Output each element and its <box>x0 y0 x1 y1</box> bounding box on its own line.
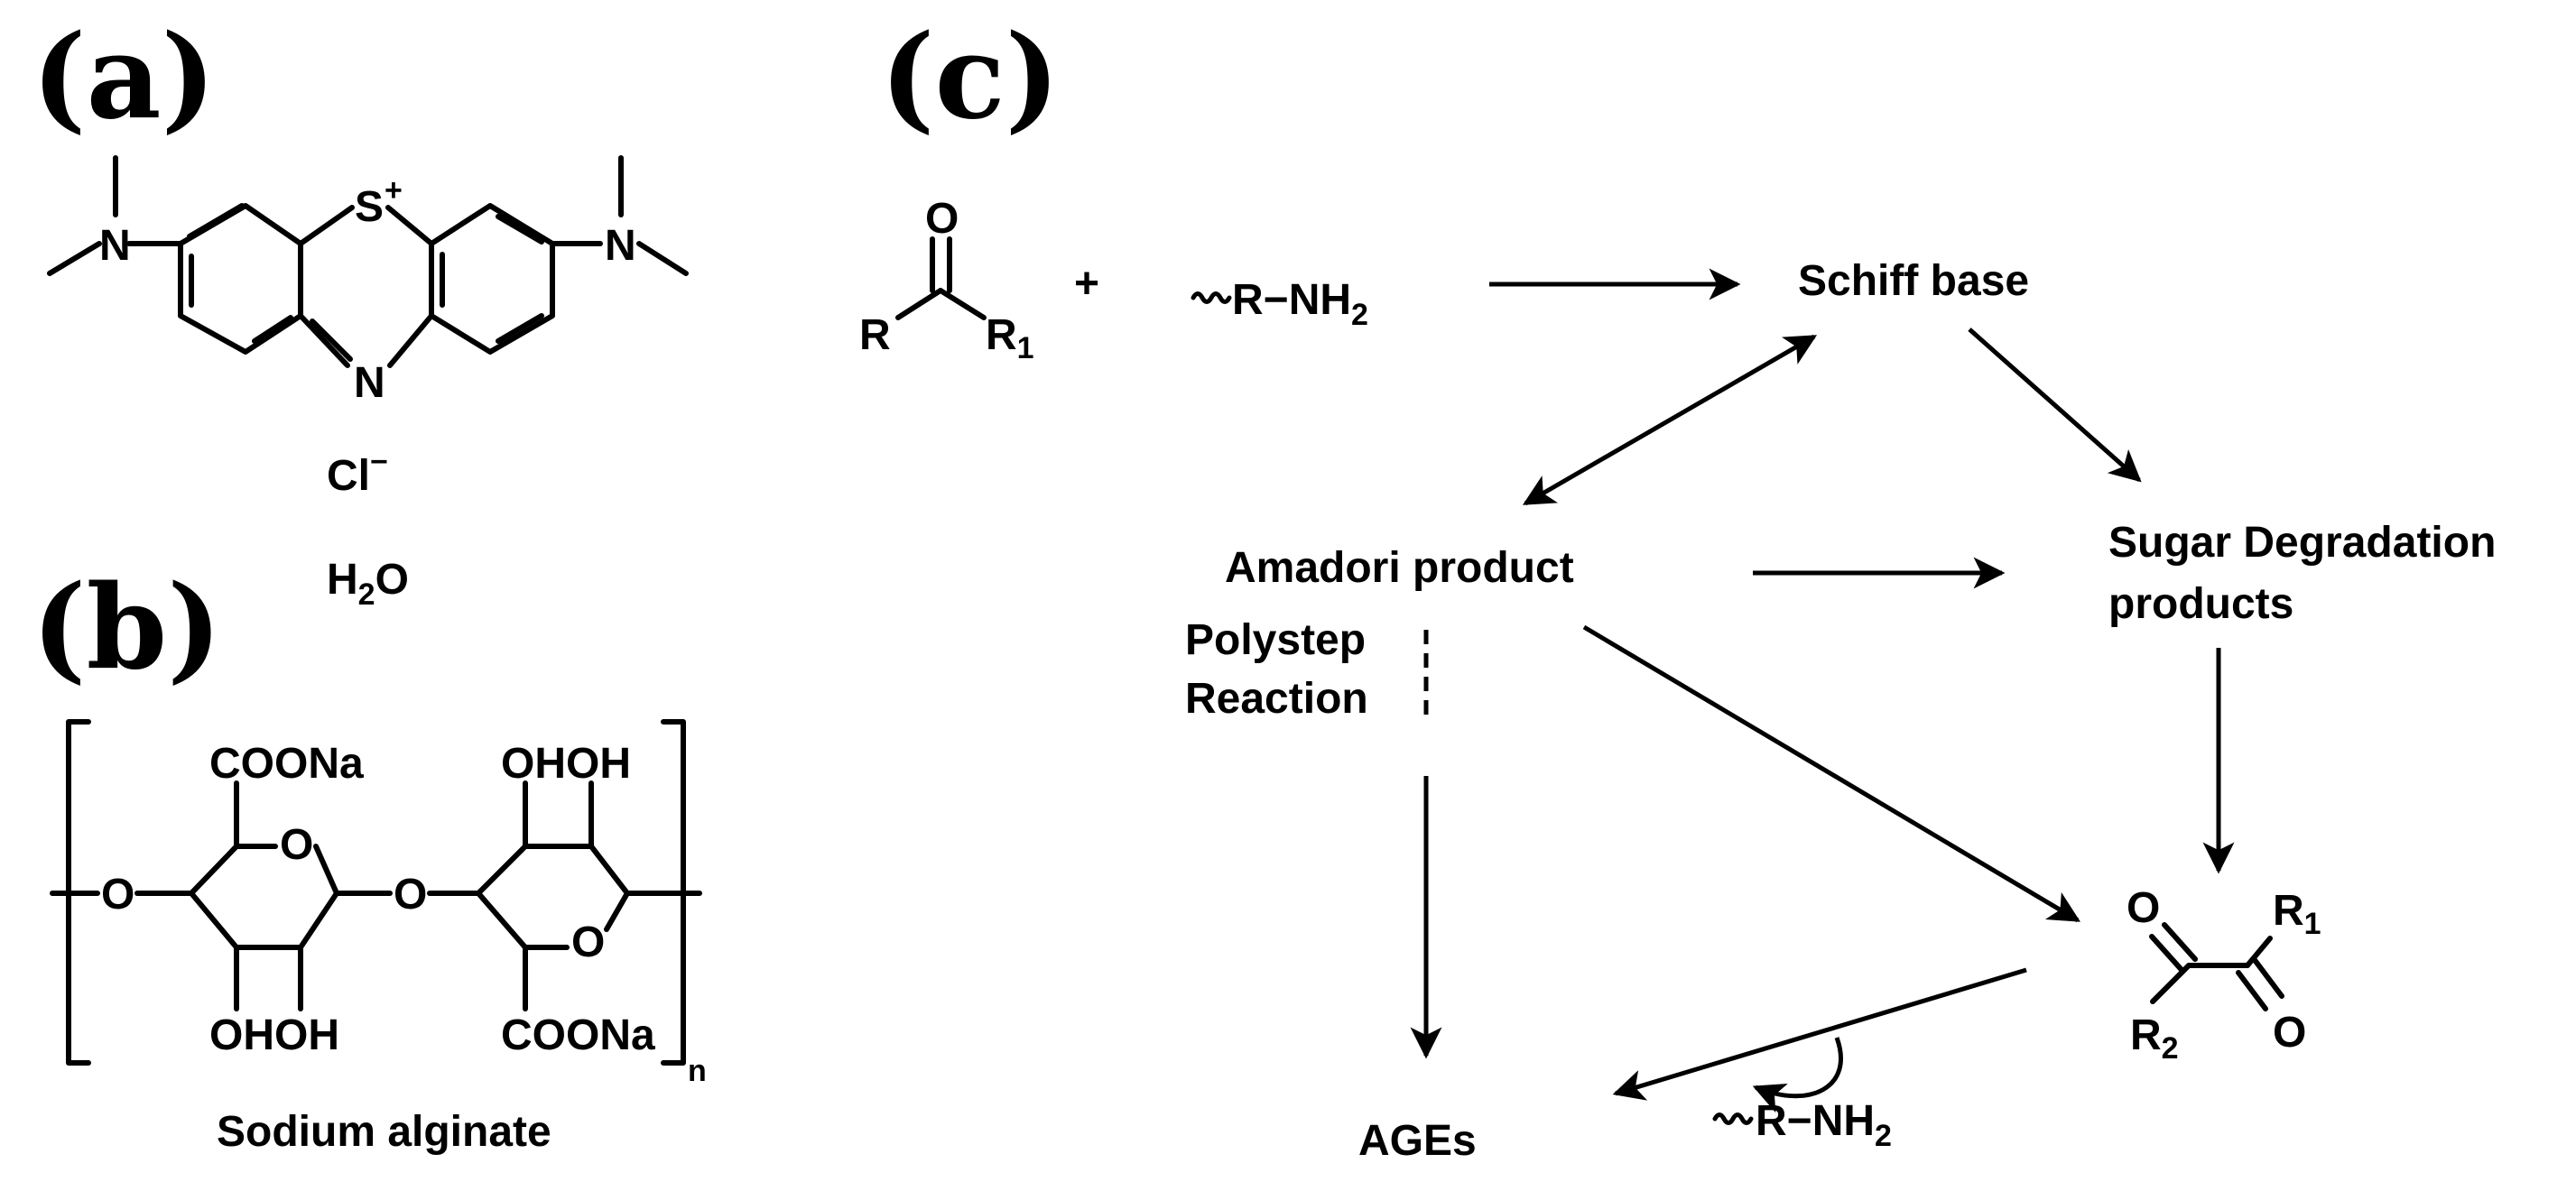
node-amadori-product: Amadori product <box>1225 544 1574 592</box>
carbonyl-o: O <box>925 195 959 243</box>
arrow-schiff-amadori <box>1522 334 1818 506</box>
panel-label-b: (b) <box>32 560 222 696</box>
dicarbonyl-o-right: O <box>2273 1009 2306 1057</box>
dicarbonyl-r2: R2 <box>2130 1011 2179 1066</box>
alginate-group-bottom-left: OHOH <box>209 1011 339 1059</box>
alginate-ring-o-left: O <box>280 821 313 869</box>
dicarbonyl-r1: R1 <box>2273 887 2321 941</box>
alginate-ring-o-right: O <box>571 919 605 966</box>
mb-ring-nitrogen: N <box>354 359 385 407</box>
alginate-repeat-n: n <box>688 1054 707 1088</box>
amine2-label: R−NH2 <box>1756 1097 1892 1153</box>
amine-label: R−NH2 <box>1232 276 1368 332</box>
arrow-dicarbonyl-to-ages <box>1612 967 2027 1101</box>
plus-sign: + <box>1074 260 1099 308</box>
mb-right-nitrogen: N <box>605 222 636 270</box>
node-schiff-base: Schiff base <box>1798 257 2029 305</box>
arrow-amine-curved <box>1752 1037 1843 1113</box>
panel-label-c: (c) <box>880 10 1060 145</box>
alginate-name: Sodium alginate <box>217 1108 551 1156</box>
maillard-pathway: O R R1 + R−NH2 Schiff base Amadori produ… <box>859 195 2496 1165</box>
carbonyl-r1: R1 <box>986 311 1034 365</box>
dicarbonyl-compound: O O R1 R2 <box>2127 884 2321 1066</box>
carbonyl-compound: O R R1 <box>859 195 1034 365</box>
panel-label-a: (a) <box>32 10 216 145</box>
methylene-blue-structure: S + N N N Cl− H2O <box>47 155 689 612</box>
mb-counter-ion: Cl− <box>327 445 388 500</box>
alginate-group-top-right: OHOH <box>501 740 631 788</box>
mb-water: H2O <box>327 556 409 612</box>
amine-wavy-bond <box>1191 291 1232 304</box>
alginate-link-o-left: O <box>101 871 134 919</box>
sodium-alginate-structure: COONa OHOH OHOH COONa O O O O n Sodium a… <box>50 719 707 1156</box>
alginate-group-bottom-right: COONa <box>501 1011 655 1059</box>
node-ages: AGEs <box>1358 1117 1477 1165</box>
dicarbonyl-o-left: O <box>2127 884 2160 932</box>
carbonyl-r: R <box>859 311 891 359</box>
arrow-schiff-to-sugar <box>1968 328 2142 483</box>
amine2-wavy-bond <box>1712 1113 1754 1125</box>
alginate-group-top-left: COONa <box>209 740 364 788</box>
arrow-amadori-to-dicarbonyl <box>1582 624 2081 923</box>
mb-left-nitrogen: N <box>99 222 131 270</box>
mb-sulfur: S <box>355 183 384 231</box>
mb-sulfur-charge: + <box>385 173 403 208</box>
alginate-link-o-middle: O <box>394 871 427 919</box>
